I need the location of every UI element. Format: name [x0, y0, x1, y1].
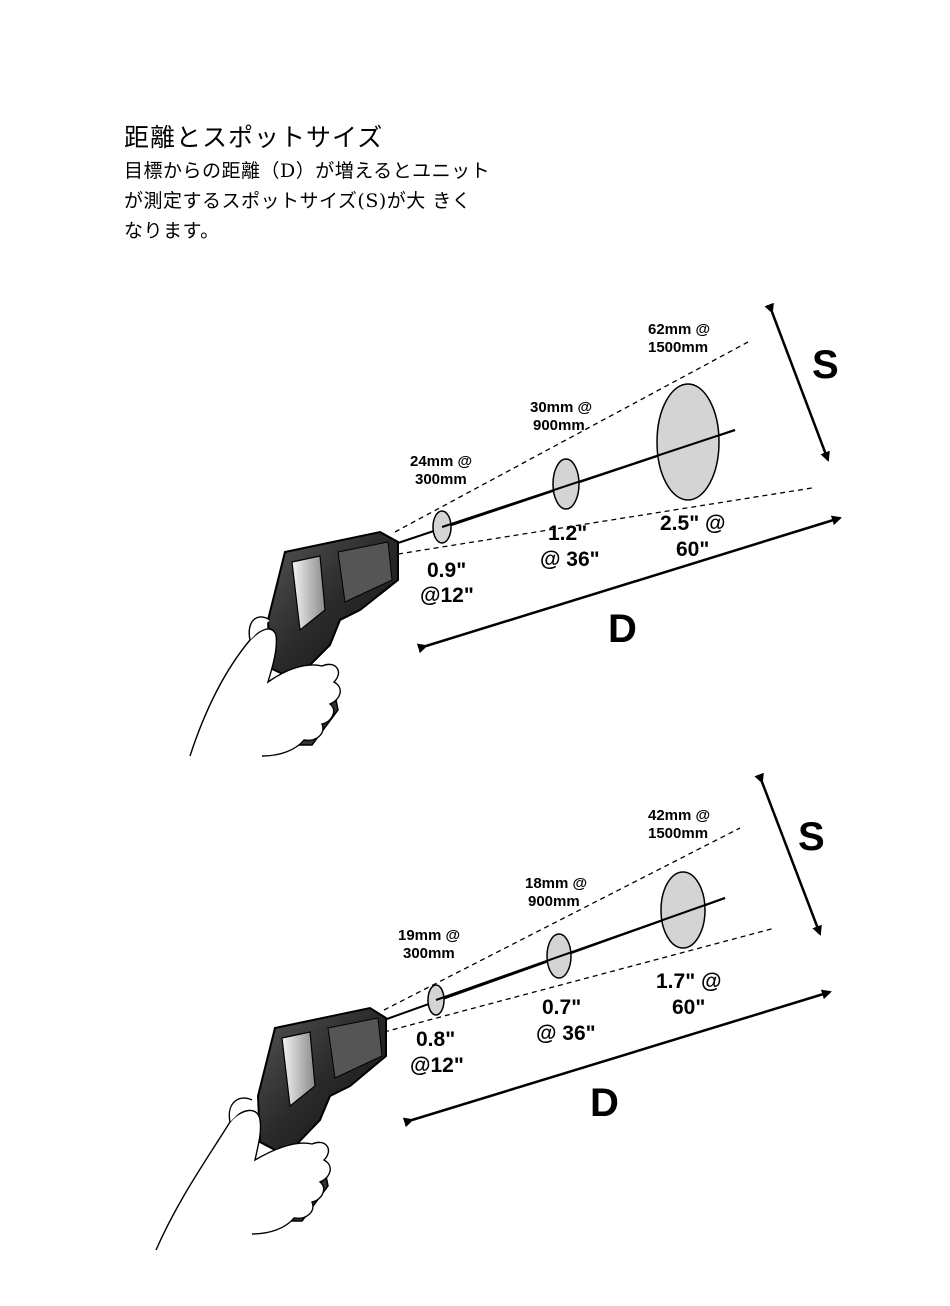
metric-label-2a: 30mm @: [530, 399, 592, 416]
imperial-label-2b: @ 36": [540, 548, 600, 571]
metric-label-2a: 18mm @: [525, 875, 587, 892]
metric-label-2b: 900mm: [533, 417, 585, 434]
imperial-label-3b: 60": [672, 996, 705, 1019]
intro-block: 距離とスポットサイズ 目標からの距離（D）が増えるとユニット が測定するスポット…: [124, 118, 544, 246]
metric-label-1b: 300mm: [415, 471, 467, 488]
imperial-label-1a: 0.8": [416, 1028, 455, 1051]
metric-label-1b: 300mm: [403, 945, 455, 962]
intro-line-2: が測定するスポットサイズ(S)が大 きく: [124, 186, 544, 216]
imperial-label-2b: @ 36": [536, 1022, 596, 1045]
s-label: S: [798, 815, 825, 859]
spot-2: [553, 459, 579, 509]
imperial-label-2a: 0.7": [542, 996, 581, 1019]
metric-label-3b: 1500mm: [648, 339, 708, 356]
imperial-label-3b: 60": [676, 538, 709, 561]
d-label: D: [608, 607, 637, 651]
spot-diagram-1: S D 24mm @ 300mm 30mm @ 900mm 62mm @ 150…: [0, 290, 950, 770]
metric-label-3a: 62mm @: [648, 321, 710, 338]
section-title: 距離とスポットサイズ: [124, 118, 544, 154]
imperial-label-3a: 2.5" @: [660, 512, 725, 535]
metric-label-1a: 24mm @: [410, 453, 472, 470]
d-label: D: [590, 1081, 619, 1125]
imperial-label-1b: @12": [410, 1054, 464, 1077]
metric-label-1a: 19mm @: [398, 927, 460, 944]
intro-line-3: なります。: [124, 216, 544, 246]
imperial-label-1a: 0.9": [427, 559, 466, 582]
imperial-label-3a: 1.7" @: [656, 970, 721, 993]
metric-label-2b: 900mm: [528, 893, 580, 910]
metric-label-3a: 42mm @: [648, 807, 710, 824]
spot-3: [661, 872, 705, 948]
metric-label-3b: 1500mm: [648, 825, 708, 842]
d-arrow: [412, 992, 830, 1120]
imperial-label-2a: 1.2": [548, 522, 587, 545]
spot-diagram-2: S D 19mm @ 300mm 18mm @ 900mm 42mm @ 150…: [0, 770, 950, 1260]
spot-3: [657, 384, 719, 500]
s-label: S: [812, 343, 839, 387]
intro-line-1: 目標からの距離（D）が増えるとユニット: [124, 156, 544, 186]
imperial-label-1b: @12": [420, 584, 474, 607]
